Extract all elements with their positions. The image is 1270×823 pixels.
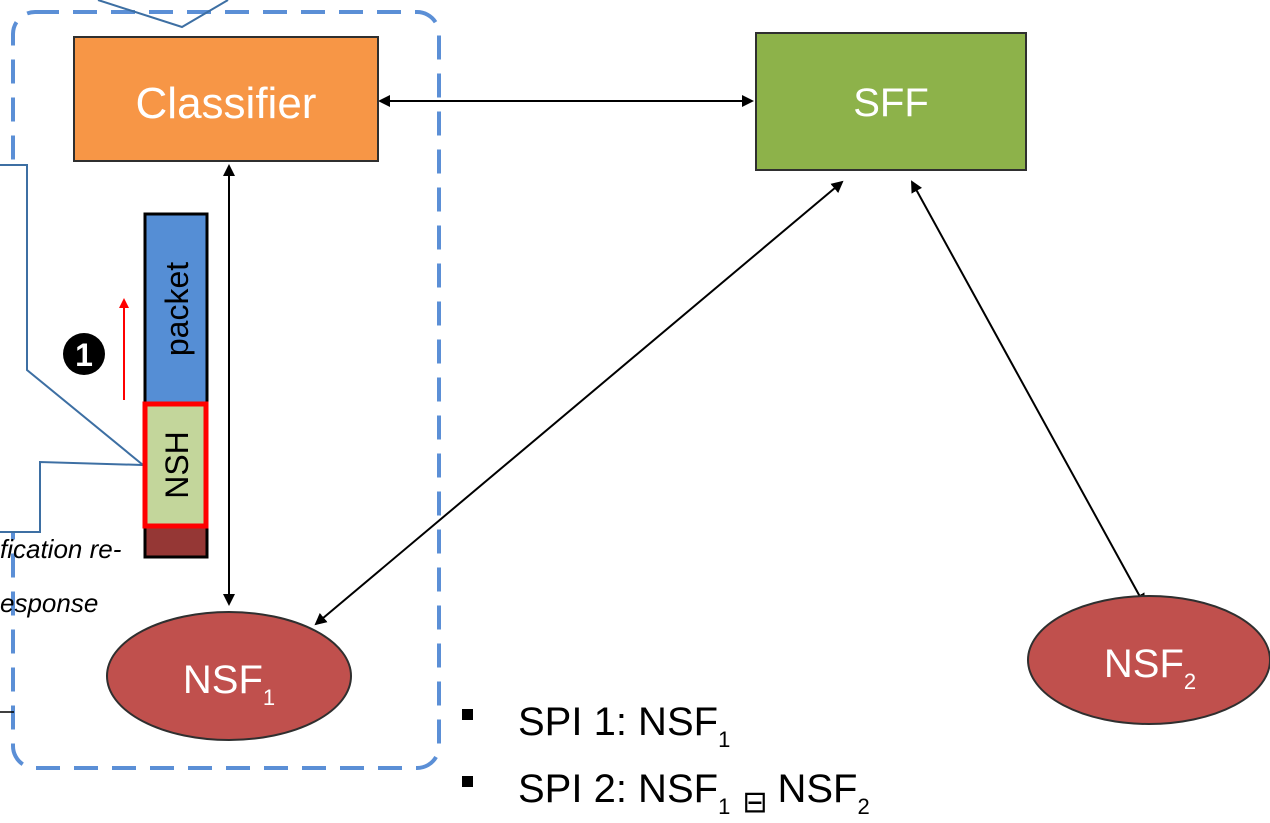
nsf2-label-sub: 2 <box>1184 669 1196 694</box>
spi-item-2-suffix-sub: 2 <box>857 794 869 819</box>
spi-item-2-connector: ⊟ <box>742 786 767 819</box>
nsf1-label-sub: 1 <box>263 685 275 710</box>
nsf1-label-main: NSF <box>183 658 263 702</box>
spi-item-2-prefix: SPI 2: NSF <box>518 767 718 811</box>
spi-bullet-2 <box>462 776 473 787</box>
nsf1-node[interactable] <box>106 611 352 741</box>
nsh-label: NSH <box>159 431 195 499</box>
top-callout-pointer <box>97 0 229 29</box>
spi-item-1-sub: 1 <box>718 727 730 752</box>
callout-text-line2: esponse <box>0 588 98 618</box>
spi-item-2-suffix: NSF <box>777 767 857 811</box>
spi-bullet-1 <box>462 709 473 720</box>
nsf1-label: NSF1 <box>183 658 275 710</box>
sff-node[interactable] <box>755 32 1027 171</box>
sff-nsf2-link <box>911 180 1145 606</box>
nsf2-node[interactable] <box>1027 595 1270 725</box>
packet-label: packet <box>159 262 195 356</box>
nsf2-label-main: NSF <box>1104 642 1184 686</box>
spi-item-1: SPI 1: NSF1 <box>518 700 730 752</box>
classifier-node[interactable] <box>73 36 379 162</box>
nsh-segment <box>142 401 209 529</box>
step-number: 1 <box>75 337 93 373</box>
spi-item-2: SPI 2: NSF1 ⊟ NSF2 <box>518 767 870 819</box>
step-number-badge <box>63 333 105 375</box>
spi-item-1-prefix: SPI 1: NSF <box>518 700 718 744</box>
spi-item-2-sub: 1 <box>718 794 730 819</box>
callout-text-line1: fication re- <box>0 534 122 564</box>
sff-nsf1-link <box>314 180 844 626</box>
sff-label: SFF <box>853 81 929 125</box>
nsf2-label: NSF2 <box>1104 642 1196 694</box>
classifier-label: Classifier <box>136 79 317 128</box>
